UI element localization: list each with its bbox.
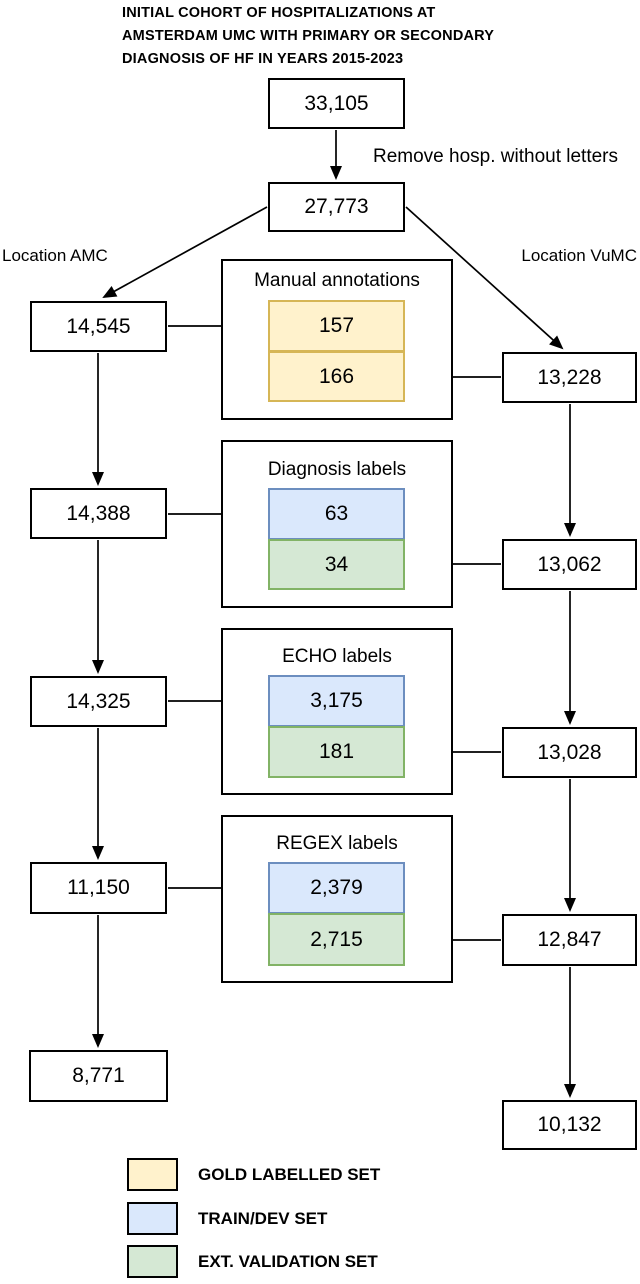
node-vumc-13228: 13,228 [502,352,637,403]
node-amc-14325: 14,325 [30,676,167,727]
cell-regex-vumc: 2,715 [268,913,405,966]
cell-manual-amc: 157 [268,300,405,352]
legend-swatch-gold [127,1158,178,1191]
node-vumc-13062: 13,062 [502,539,637,590]
cell-diagnosis-vumc: 34 [268,539,405,590]
location-amc-label: Location AMC [2,246,108,265]
legend-swatch-train [127,1202,178,1235]
cell-regex-amc: 2,379 [268,862,405,914]
stage-diagnosis-labels-title: Diagnosis labels [267,459,407,480]
stage-manual-annotations-title: Manual annotations [254,270,420,291]
legend-swatch-validation [127,1245,178,1278]
legend-label-validation: EXT. VALIDATION SET [198,1252,378,1271]
node-with-letters: 27,773 [268,182,405,232]
node-amc-14388: 14,388 [30,488,167,539]
stage-echo-labels-title: ECHO labels [282,646,392,667]
node-amc-11150: 11,150 [30,862,167,914]
cell-echo-amc: 3,175 [268,675,405,727]
location-vumc-label: Location VuMC [521,246,637,265]
node-initial-cohort: 33,105 [268,78,405,129]
legend-label-gold: GOLD LABELLED SET [198,1165,381,1184]
cell-diagnosis-amc: 63 [268,488,405,540]
legend-label-train: TRAIN/DEV SET [198,1209,328,1228]
stage-regex-labels-title: REGEX labels [276,833,398,854]
node-vumc-12847: 12,847 [502,914,637,966]
node-amc-14545: 14,545 [30,301,167,352]
node-vumc-13028: 13,028 [502,727,637,778]
remove-hosp-label: Remove hosp. without letters [373,146,619,167]
node-vumc-final: 10,132 [502,1100,637,1150]
diagram-title: INITIAL COHORT OF HOSPITALIZATIONS AT AM… [122,5,495,67]
cell-manual-vumc: 166 [268,351,405,402]
cell-echo-vumc: 181 [268,726,405,778]
node-amc-final: 8,771 [29,1050,168,1102]
